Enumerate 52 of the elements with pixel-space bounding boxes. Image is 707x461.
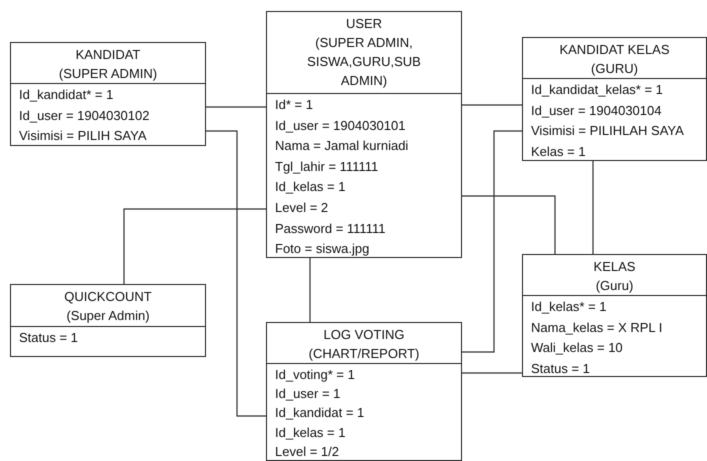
field-row-text: Id_kandidat* = 1	[18, 86, 114, 104]
table-name: KANDIDAT KELAS	[558, 41, 671, 59]
entity-table	[266, 322, 462, 461]
field-row-text: Visimisi = PILIHLAH SAYA	[530, 122, 685, 140]
connector-line	[462, 104, 522, 106]
table-name: KELAS	[592, 258, 636, 276]
field-row-text: Foto = siswa.jpg	[274, 240, 370, 258]
table-role: (Guru)	[594, 277, 634, 295]
connector-line	[309, 258, 311, 322]
field-row-text: Id_kelas = 1	[274, 424, 346, 442]
table-role: (GURU)	[590, 60, 639, 78]
table-name: KANDIDAT	[74, 46, 142, 64]
field-row-text: Id_kandidat_kelas* = 1	[530, 81, 664, 99]
entity-table	[266, 11, 462, 258]
field-row-text: Id_kelas = 1	[274, 178, 346, 196]
connector-line	[206, 130, 266, 417]
entity-table	[10, 42, 206, 146]
field-row-text: Id_user = 1904030102	[18, 106, 150, 125]
field-row-text: Nama_kelas = X RPL I	[530, 318, 664, 337]
field-row-text: Id_user = 1	[274, 385, 342, 404]
field-row-text: Status = 1	[18, 329, 79, 347]
field-row-text: Id* = 1	[274, 96, 314, 114]
field-row-text: Wali_kelas = 10	[530, 339, 624, 357]
field-row-text: Visimisi = PILIH SAYA	[18, 127, 148, 145]
field-row-text: Id_user = 1904030104	[530, 102, 662, 120]
entity-table	[522, 37, 707, 161]
table-role: (SUPER ADMIN, SISWA,GURU,SUB ADMIN)	[306, 34, 422, 90]
connector-line	[462, 372, 522, 374]
field-row-text: Id_kelas* = 1	[530, 298, 608, 316]
table-role: (Super Admin)	[65, 307, 151, 325]
entity-table	[10, 284, 206, 357]
table-role: (SUPER ADMIN)	[58, 65, 158, 83]
field-row-text: Level = 2	[274, 198, 330, 217]
field-row-text: Id_voting* = 1	[274, 366, 356, 384]
field-row-text: Status = 1	[530, 360, 591, 378]
table-name: USER	[344, 15, 384, 33]
field-row-text: Kelas = 1	[530, 142, 587, 160]
connector-line	[206, 106, 266, 108]
table-name: LOG VOTING	[322, 326, 406, 344]
table-name: QUICKCOUNT	[63, 288, 153, 306]
connector-line	[462, 130, 522, 353]
field-row-text: Id_kandidat = 1	[274, 404, 366, 422]
field-row-text: Tgl_lahir = 111111	[274, 158, 380, 176]
field-row-text: Password = 111111	[274, 220, 386, 238]
table-role: (CHART/REPORT)	[308, 345, 420, 363]
connector-line	[592, 161, 594, 254]
connector-line	[123, 208, 266, 284]
connector-line	[462, 195, 556, 254]
entity-table	[522, 254, 707, 377]
field-row-text: Id_user = 1904030101	[274, 116, 406, 135]
field-row-text: Nama = Jamal kurniadi	[274, 137, 410, 156]
field-row-text: Level = 1/2	[274, 442, 340, 461]
